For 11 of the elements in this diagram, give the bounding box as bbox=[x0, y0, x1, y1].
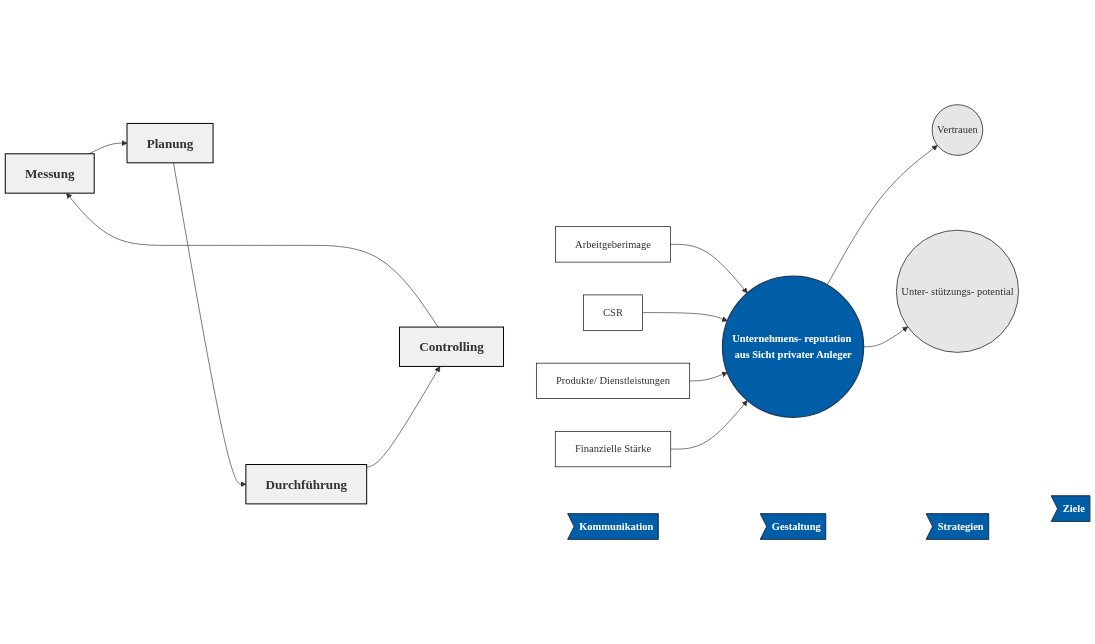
node-circle: Unternehmens- reputation aus Sicht privater Anleger bbox=[721, 275, 865, 418]
node-box: Arbeitgeberimage bbox=[555, 226, 671, 263]
node-circle: Unter- stützungs- potential bbox=[896, 229, 1019, 353]
node-box: Durchführung bbox=[245, 464, 368, 505]
node-box: Controlling bbox=[399, 326, 504, 367]
node-box: CSR bbox=[583, 294, 643, 331]
node-box: Messung bbox=[4, 153, 95, 194]
node-box: Finanzielle Stärke bbox=[554, 431, 672, 468]
node-box: Planung bbox=[126, 122, 214, 164]
node-box: Produkte/ Dienstleistungen bbox=[536, 362, 691, 399]
node-circle: Vertrauen bbox=[931, 104, 984, 156]
